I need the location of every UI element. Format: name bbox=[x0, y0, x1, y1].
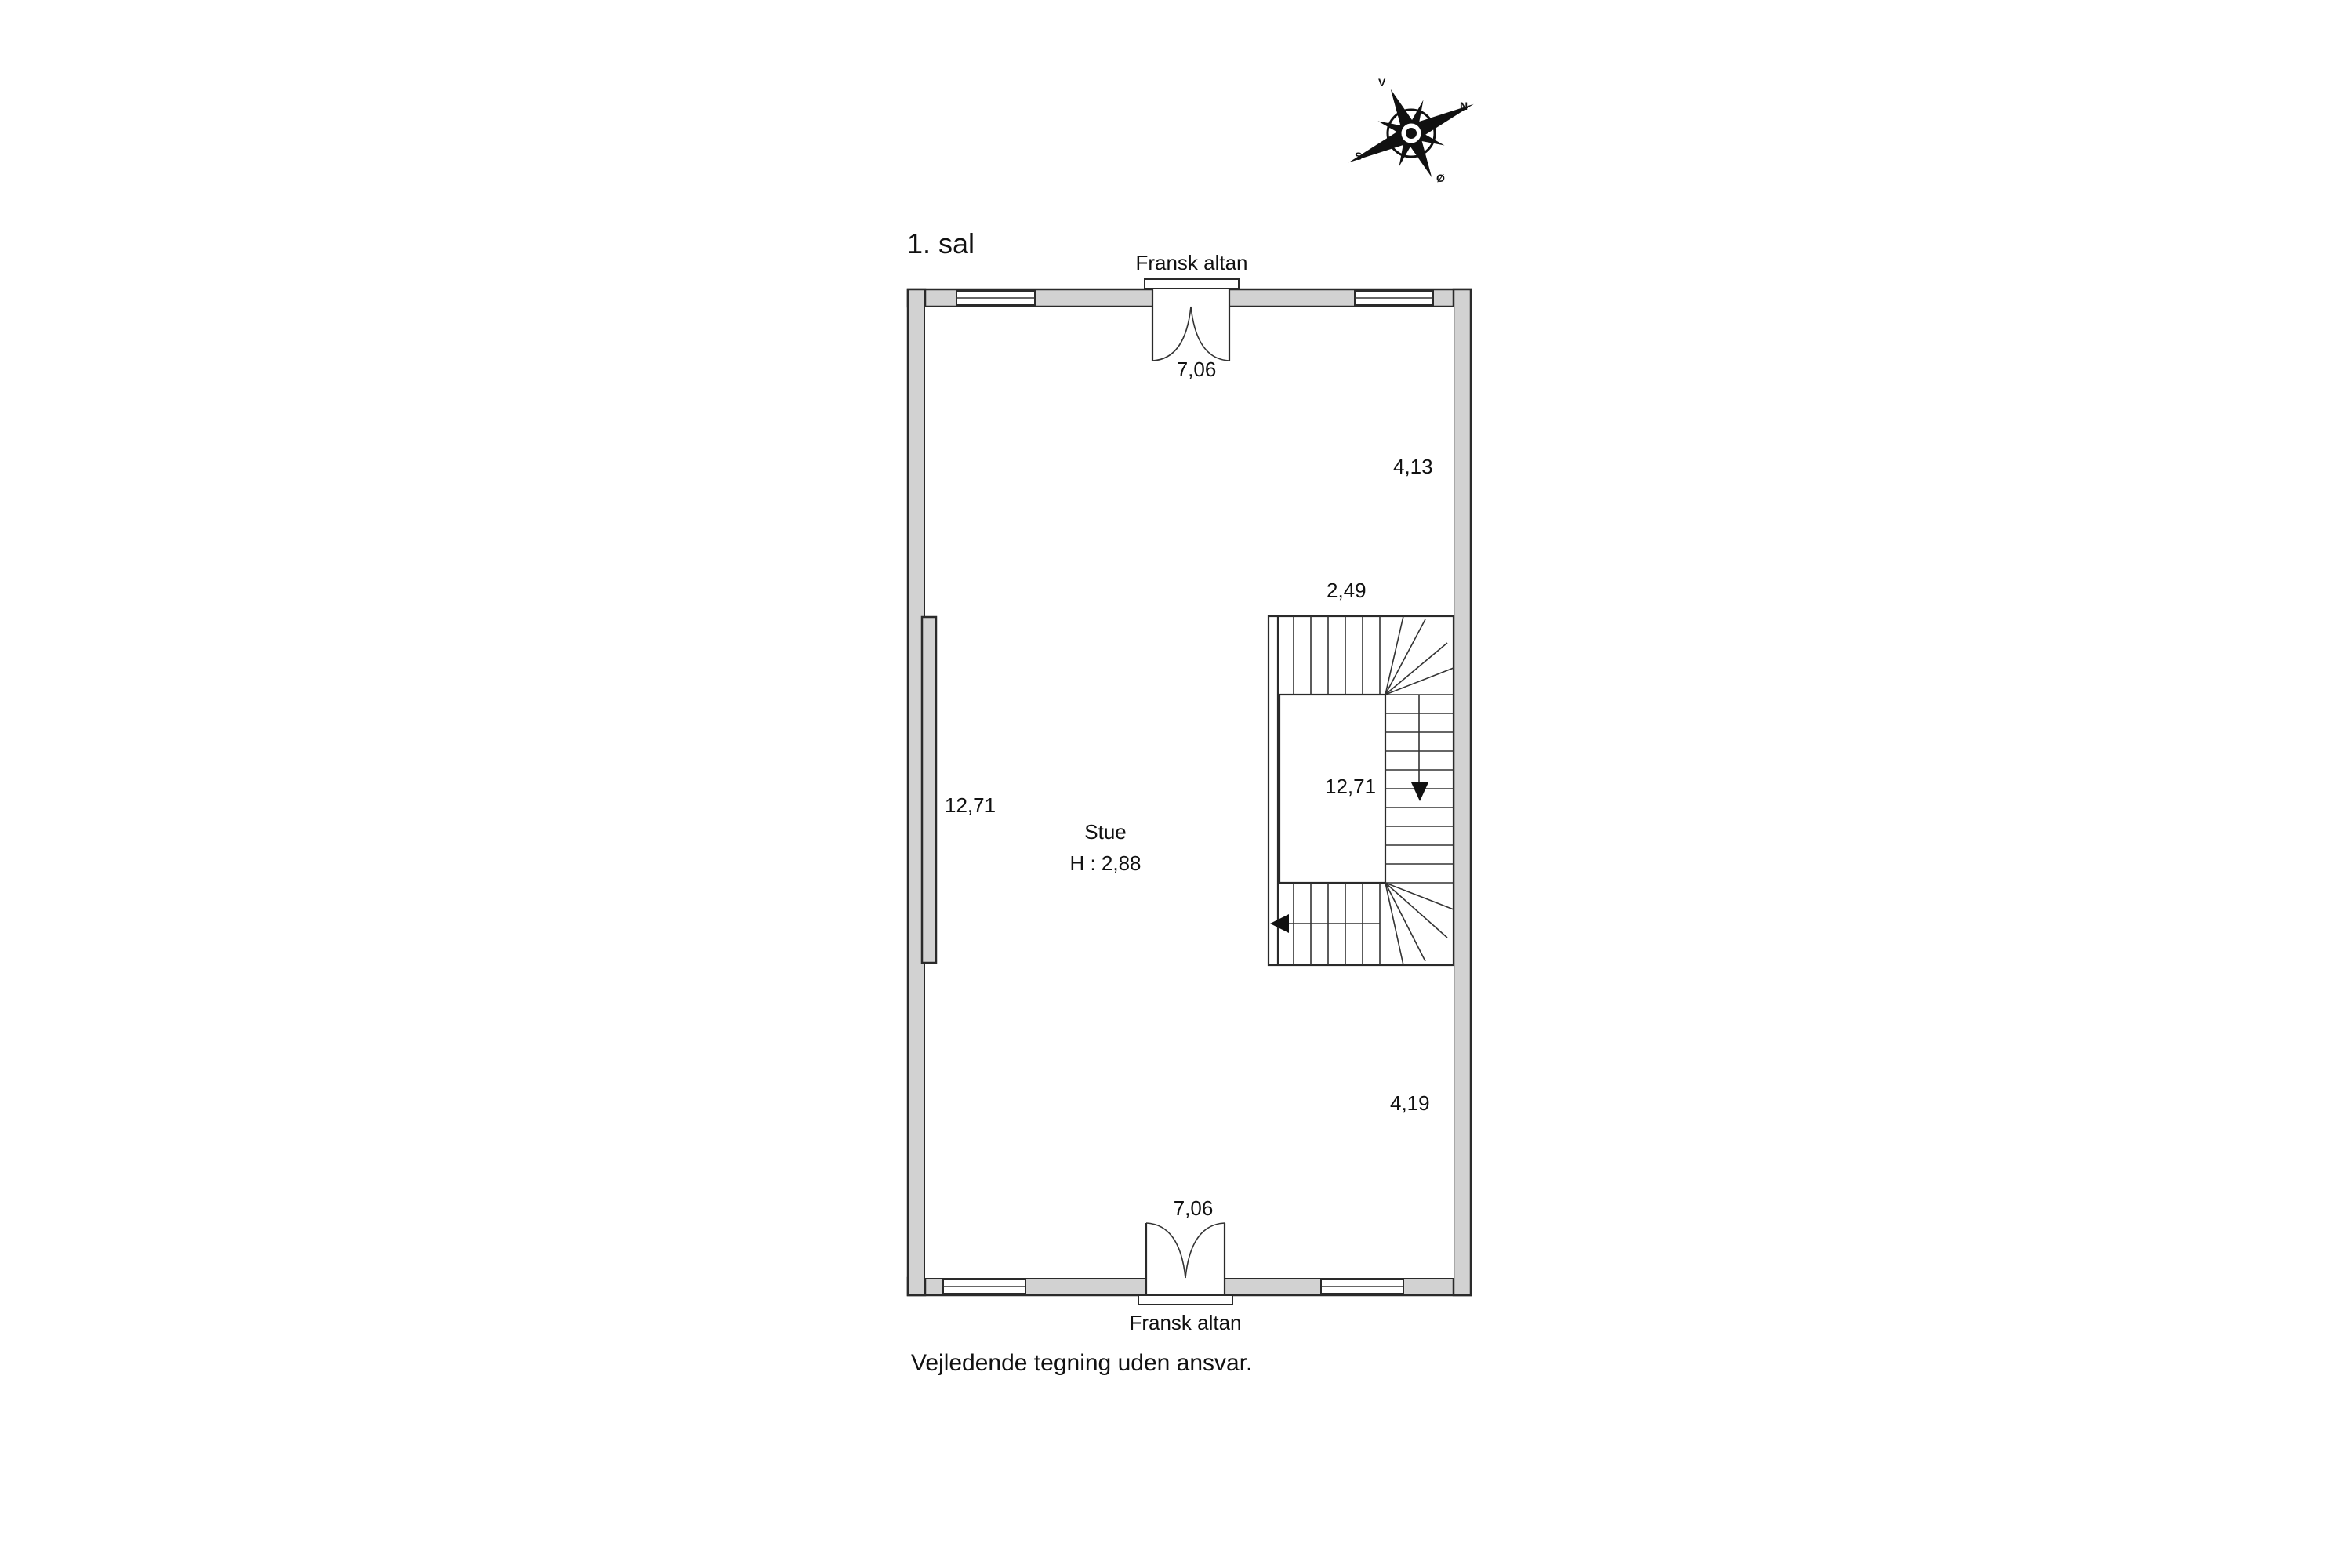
stair-direction-arrow-left-icon bbox=[1270, 914, 1289, 933]
balcony-top-label: Fransk altan bbox=[1135, 251, 1247, 274]
room-height: H : 2,88 bbox=[1069, 851, 1141, 875]
window-bottom-right bbox=[1320, 1279, 1404, 1294]
dim-stair-length: 12,71 bbox=[1325, 775, 1376, 798]
compass-east-label: Ø bbox=[1436, 172, 1445, 184]
window-bottom-left bbox=[942, 1279, 1026, 1294]
exterior-walls bbox=[906, 288, 1472, 1297]
dim-top-width: 7,06 bbox=[1177, 358, 1217, 381]
balcony-bottom-label: Fransk altan bbox=[1129, 1311, 1241, 1334]
french-balcony-door-bottom bbox=[1138, 1222, 1233, 1305]
window-top-left bbox=[956, 290, 1036, 306]
compass-west-label: V bbox=[1378, 76, 1386, 89]
dim-bottom-width: 7,06 bbox=[1174, 1196, 1214, 1220]
window-top-right bbox=[1354, 290, 1434, 306]
dim-right-upper: 4,13 bbox=[1393, 455, 1433, 478]
dim-right-lower: 4,19 bbox=[1390, 1091, 1430, 1115]
compass-north-label: N bbox=[1460, 100, 1468, 112]
disclaimer-text: Vejledende tegning uden ansvar. bbox=[911, 1350, 1252, 1376]
dim-stair-width: 2,49 bbox=[1327, 579, 1367, 602]
floor-label: 1. sal bbox=[907, 227, 975, 260]
french-balcony-door-top bbox=[1144, 278, 1240, 361]
compass-rose-icon: N S V Ø bbox=[1348, 76, 1474, 184]
stair-direction-arrow-down-icon bbox=[1411, 782, 1428, 801]
dim-left-length: 12,71 bbox=[945, 793, 996, 817]
room-name: Stue bbox=[1084, 820, 1127, 844]
compass-south-label: S bbox=[1355, 150, 1362, 162]
